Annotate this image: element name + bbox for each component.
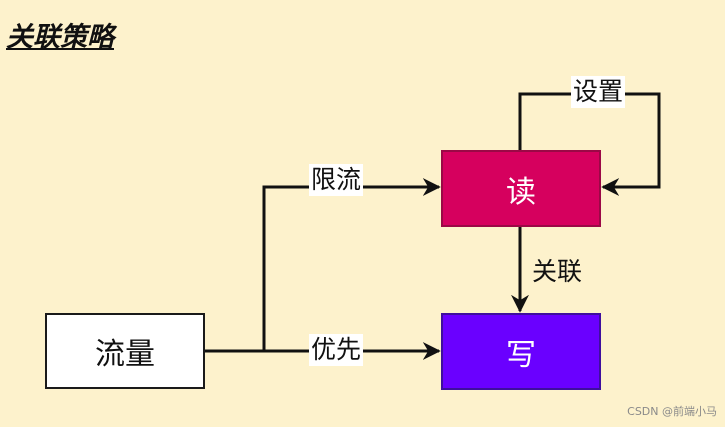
edge-read-self-loop	[518, 92, 661, 196]
edge-label-limit: 限流	[309, 164, 364, 196]
edge-flow-to-read	[205, 178, 441, 353]
edge-label-set: 设置	[571, 76, 626, 108]
edge-label-assoc: 关联	[530, 256, 585, 288]
edge-label-priority: 优先	[309, 334, 364, 366]
diagram-title: 关联策略	[6, 22, 114, 53]
watermark: CSDN @前端小马	[627, 405, 717, 418]
node-read: 读	[441, 150, 601, 227]
node-write: 写	[441, 313, 601, 390]
node-flow: 流量	[45, 313, 205, 389]
